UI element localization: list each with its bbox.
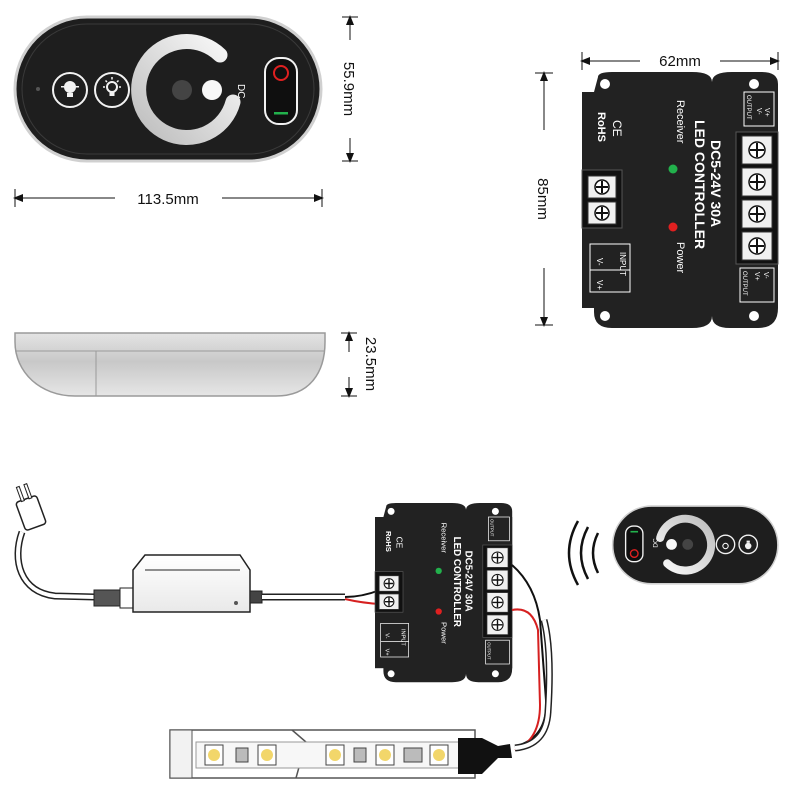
remote-thickness-label: 23.5mm	[362, 337, 379, 391]
bulb-bright-icon	[103, 77, 121, 96]
power-label: Power	[674, 242, 686, 274]
small-receiver-led	[435, 567, 442, 575]
power-off-indicator	[273, 65, 289, 81]
small-remote-dc-label: DC	[652, 538, 659, 548]
small-controller-title: LED CONTROLLER	[451, 537, 462, 627]
dimension-controller-height: 85mm	[534, 71, 553, 327]
remote-side-view	[14, 332, 326, 397]
output-bottom-vminus: V-	[762, 272, 769, 279]
small-controller-rating: DC5-24V 30A	[462, 551, 473, 612]
small-input-vminus: V-	[384, 633, 390, 638]
remote-top-view: DC	[13, 15, 323, 163]
ce-mark: CE	[610, 120, 624, 137]
dimension-remote-thickness: 23.5mm	[341, 331, 379, 398]
bulb-dim-icon	[61, 81, 79, 97]
remote-dc-label: DC	[235, 84, 246, 98]
output-top-label: OUTPUT	[745, 95, 751, 120]
output-top-vminus: V-	[755, 108, 762, 115]
ring-center-left-button[interactable]	[172, 80, 192, 100]
power-button-pad[interactable]	[264, 57, 298, 125]
led-chip	[204, 744, 224, 766]
small-input-label: INPUT	[400, 629, 406, 646]
power-plug	[15, 483, 47, 531]
controller-title: LED CONTROLLER	[692, 120, 708, 249]
mount-hole	[749, 79, 759, 89]
small-rohs-label: RoHS	[384, 531, 393, 552]
controller-width-label: 62mm	[659, 53, 701, 70]
output-terminal-block	[735, 131, 779, 265]
output-wire-red	[511, 608, 542, 751]
controller-rating: DC5-24V 30A	[708, 140, 724, 227]
remote-width-label: 113.5mm	[137, 191, 198, 208]
dimension-remote-width: 113.5mm	[13, 189, 324, 208]
led-chip	[429, 744, 449, 766]
receiver-label: Receiver	[674, 100, 686, 144]
small-output-top-label: OUTPUT	[490, 519, 495, 537]
remote-small: DC	[611, 505, 779, 585]
input-terminal-block	[581, 169, 623, 229]
dimension-controller-width: 62mm	[580, 52, 780, 70]
receiver-led	[668, 164, 678, 174]
mount-hole	[600, 79, 610, 89]
bulb-bright-button[interactable]	[94, 72, 130, 108]
touch-ring[interactable]	[131, 34, 241, 146]
bulb-dim-button[interactable]	[52, 72, 88, 108]
controller-height-label: 85mm	[534, 178, 551, 220]
output-wire-black	[511, 564, 548, 746]
small-output-bottom-label: OUTPUT	[487, 642, 492, 660]
led-chip	[325, 744, 345, 766]
remote-height-label: 55.9mm	[340, 62, 357, 116]
strip-connector	[458, 738, 512, 774]
rohs-label: RoHS	[595, 112, 607, 142]
dimension-remote-height: 55.9mm	[340, 14, 358, 163]
small-power-led	[435, 608, 442, 615]
small-input-vplus: V+	[384, 649, 390, 656]
controller-small: RoHS CE INPUT V- V+ Receiver Power LED C…	[374, 503, 513, 683]
led-strip	[169, 729, 512, 779]
controller-large: RoHS CE INPUT V- V+ Receiver Power LED C…	[581, 72, 779, 328]
output-bottom-label: OUTPUT	[741, 271, 747, 296]
power-on-indicator	[274, 112, 288, 115]
mount-hole	[600, 311, 610, 321]
ring-center-right-button[interactable]	[202, 80, 222, 100]
output-bottom-vplus: V+	[753, 272, 760, 281]
power-led	[668, 222, 678, 232]
output-top-vplus: V+	[763, 108, 770, 117]
small-receiver-label: Receiver	[440, 523, 449, 554]
input-vplus: V+	[595, 280, 604, 290]
power-supply	[93, 554, 263, 613]
remote-indicator-dot	[36, 87, 40, 91]
input-label: INPUT	[618, 252, 627, 276]
input-label-box: INPUT V- V+	[589, 243, 631, 293]
remote-body	[13, 15, 323, 163]
output-label-top: OUTPUT V- V+	[743, 91, 775, 127]
led-chip	[257, 744, 277, 766]
mount-hole	[749, 311, 759, 321]
small-ce-mark: CE	[395, 537, 405, 549]
output-label-bottom: OUTPUT V+ V-	[739, 267, 775, 303]
input-vminus: V-	[595, 258, 604, 266]
small-power-label: Power	[440, 622, 449, 644]
led-chip	[375, 744, 395, 766]
wireless-signal-icon	[567, 520, 600, 586]
